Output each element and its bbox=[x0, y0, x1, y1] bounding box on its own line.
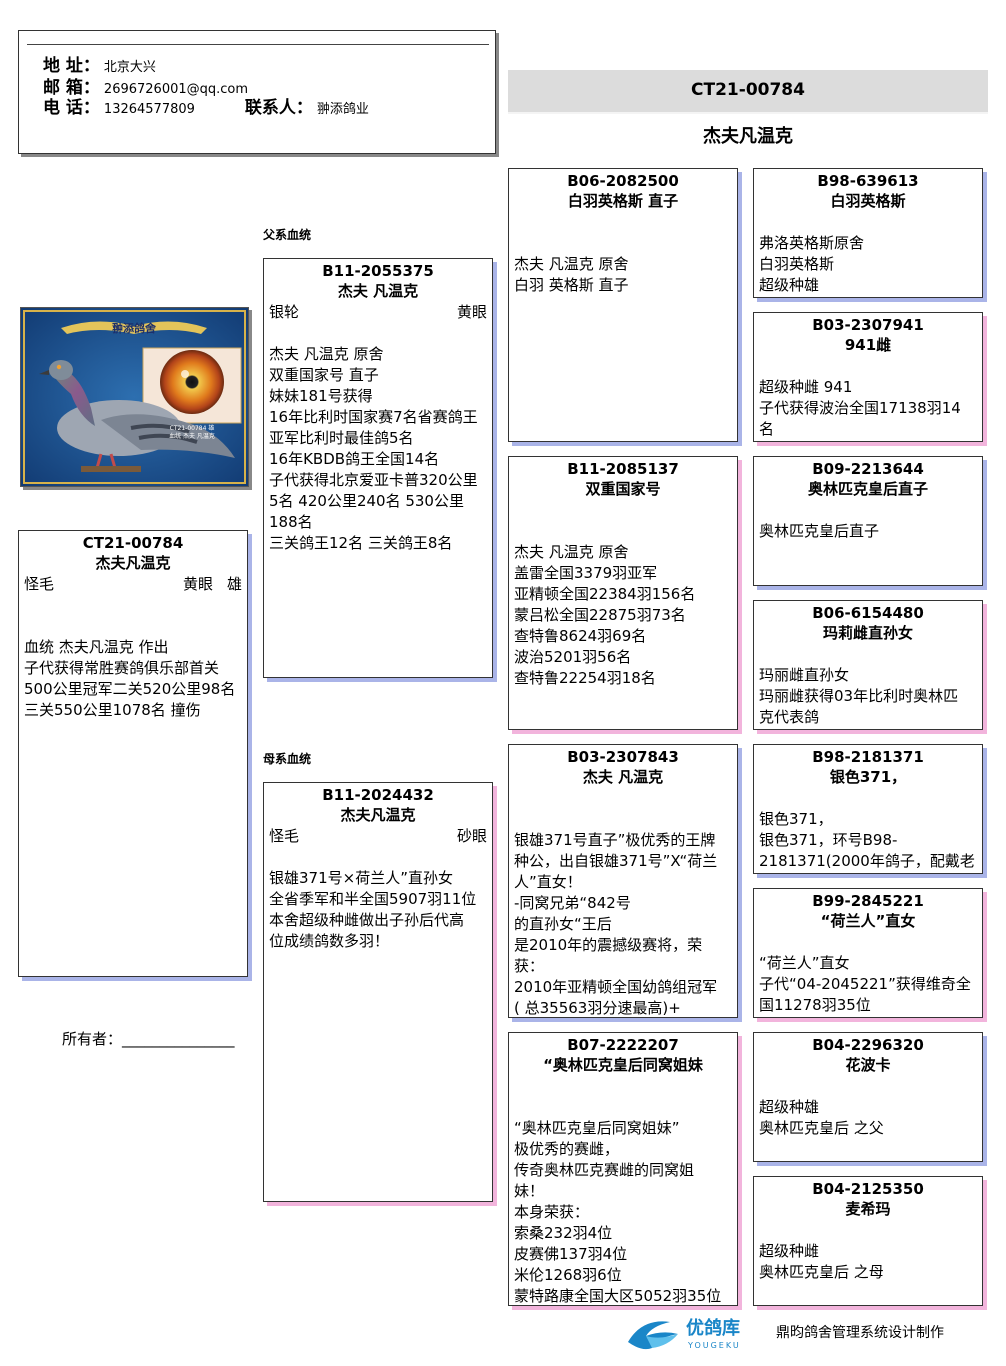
brand-name-en: YOUGEKU bbox=[687, 1341, 741, 1350]
phone-value: 13264577809 bbox=[104, 102, 195, 117]
ggp-sss-card: B98-639613 白羽英格斯 弗洛英格斯原舍 白羽英格斯 超级种雄 bbox=[753, 168, 983, 298]
grandsire-paternal-name: 白羽英格斯 直子 bbox=[509, 191, 737, 212]
dam-description: 银雄371号×荷兰人”直孙女 全省季军和半全国5907羽11位 本舍超级种雌做出… bbox=[264, 868, 492, 952]
photo-caption-1: CT21-00784 雄 bbox=[170, 424, 215, 432]
pigeon-photo-image: 翀添鸽舍 CT21-00784 雄 血统 杰夫 凡温克 bbox=[21, 308, 248, 486]
ggp-sds-card: B09-2213644 奥林匹克皇后直子 奥林匹克皇后直子 bbox=[753, 456, 983, 586]
granddam-maternal-ring: B07-2222207 bbox=[509, 1035, 737, 1055]
grandsire-paternal-ring: B06-2082500 bbox=[509, 171, 737, 191]
ggp-dsd-name: “荷兰人”直女 bbox=[754, 911, 982, 932]
ggp-ssd-name: 941雌 bbox=[754, 335, 982, 356]
sire-section-label: 父系血统 bbox=[263, 226, 311, 243]
ggp-sds-ring: B09-2213644 bbox=[754, 459, 982, 479]
subject-name: 杰夫凡温克 bbox=[19, 553, 247, 574]
sire-traits: 银轮 黄眼 bbox=[264, 302, 492, 323]
ggp-dss-card: B98-2181371 银色371， 银色371， 银色371，环号B98- 2… bbox=[753, 744, 983, 874]
grandsire-maternal-name: 杰夫 凡温克 bbox=[509, 767, 737, 788]
subject-feather: 怪毛 bbox=[24, 574, 54, 595]
ggp-ssd-description: 超级种雌 941 子代获得波治全国17138羽14 名 bbox=[754, 377, 982, 440]
sire-eye: 黄眼 bbox=[457, 302, 487, 323]
contact-value: 翀添鸽业 bbox=[317, 102, 369, 117]
footer-credit: 鼎昀鸽舍管理系统设计制作 bbox=[776, 1322, 944, 1342]
sire-ring: B11-2055375 bbox=[264, 261, 492, 281]
ggp-dds-card: B04-2296320 花波卡 超级种雄 奥林匹克皇后 之父 bbox=[753, 1032, 983, 1162]
contact-panel: 地 址： 北京大兴 邮 箱： 2696726001@qq.com 电 话： 13264… bbox=[18, 30, 496, 154]
granddam-paternal-ring: B11-2085137 bbox=[509, 459, 737, 479]
address-value: 北京大兴 bbox=[104, 60, 156, 75]
sire-feather: 银轮 bbox=[269, 302, 299, 323]
ggp-ddd-ring: B04-2125350 bbox=[754, 1179, 982, 1199]
dam-feather: 怪毛 bbox=[269, 826, 299, 847]
dam-section-label: 母系血统 bbox=[263, 750, 311, 767]
ggp-dss-description: 银色371， 银色371，环号B98- 2181371(2000年鸽子，配戴老 bbox=[754, 809, 982, 872]
phone-label: 电 话： bbox=[43, 98, 100, 118]
grandsire-maternal-card: B03-2307843 杰夫 凡温克 银雄371号直子”极优秀的王牌 种公，出自… bbox=[508, 744, 738, 1018]
ggp-sdd-name: 玛莉雌直孙女 bbox=[754, 623, 982, 644]
contact-label: 联系人： bbox=[245, 98, 313, 118]
ggp-ddd-description: 超级种雌 奥林匹克皇后 之母 bbox=[754, 1241, 982, 1283]
email-label: 邮 箱： bbox=[43, 78, 100, 98]
ggp-dds-name: 花波卡 bbox=[754, 1055, 982, 1076]
email-value: 2696726001@qq.com bbox=[104, 82, 248, 97]
address-label: 地 址： bbox=[43, 56, 100, 76]
granddam-maternal-name: “奥林匹克皇后同窝姐妹 bbox=[509, 1055, 737, 1076]
ggp-dss-ring: B98-2181371 bbox=[754, 747, 982, 767]
subject-card: CT21-00784 杰夫凡温克 怪毛 黄眼雄 血统 杰夫凡温克 作出 子代获得… bbox=[18, 530, 248, 977]
subject-sex: 雄 bbox=[227, 575, 242, 593]
yougeku-logo: 优鸽库 YOUGEKU bbox=[622, 1312, 770, 1356]
granddam-paternal-description: 杰夫 凡温克 原舍 盖雷全国3379羽亚军 亚精顿全国22384羽156名 蒙吕… bbox=[509, 542, 737, 689]
owner-line: 所有者：_______________ bbox=[62, 1028, 235, 1049]
subject-traits: 怪毛 黄眼雄 bbox=[19, 574, 247, 595]
dam-eye: 砂眼 bbox=[457, 826, 487, 847]
swirl-icon: 优鸽库 YOUGEKU bbox=[622, 1312, 770, 1356]
sire-card: B11-2055375 杰夫 凡温克 银轮 黄眼 杰夫 凡温克 原舍 双重国家号… bbox=[263, 258, 493, 678]
ggp-sds-description: 奥林匹克皇后直子 bbox=[754, 521, 982, 542]
grandsire-maternal-ring: B03-2307843 bbox=[509, 747, 737, 767]
grandsire-maternal-description: 银雄371号直子”极优秀的王牌 种公，出自银雄371号”X“荷兰 人”直女！ -… bbox=[509, 830, 737, 1018]
ggp-sdd-description: 玛丽雌直孙女 玛丽雌获得03年比利时奥林匹 克代表鸽 bbox=[754, 665, 982, 728]
granddam-paternal-name: 双重国家号 bbox=[509, 479, 737, 500]
granddam-maternal-description: “奥林匹克皇后同窝姐妹” 极优秀的赛雌， 传奇奥林匹克赛雌的同窝姐 妹！ 本身荣… bbox=[509, 1118, 737, 1306]
ggp-dds-ring: B04-2296320 bbox=[754, 1035, 982, 1055]
granddam-paternal-card: B11-2085137 双重国家号 杰夫 凡温克 原舍 盖雷全国3379羽亚军 … bbox=[508, 456, 738, 730]
ggp-dds-description: 超级种雄 奥林匹克皇后 之父 bbox=[754, 1097, 982, 1139]
ggp-sds-name: 奥林匹克皇后直子 bbox=[754, 479, 982, 500]
pedigree-title-ring: CT21-00784 bbox=[508, 70, 988, 114]
ggp-sdd-ring: B06-6154480 bbox=[754, 603, 982, 623]
ggp-ddd-name: 麦希玛 bbox=[754, 1199, 982, 1220]
pedigree-title-name: 杰夫凡温克 bbox=[508, 122, 988, 148]
ggp-ssd-ring: B03-2307941 bbox=[754, 315, 982, 335]
address-row: 地 址： 北京大兴 bbox=[43, 55, 156, 79]
dam-name: 杰夫凡温克 bbox=[264, 805, 492, 826]
sire-description: 杰夫 凡温克 原舍 双重国家号 直子 妹妹181号获得 16年比利时国家赛7名省… bbox=[264, 344, 492, 554]
dam-ring: B11-2024432 bbox=[264, 785, 492, 805]
ggp-ssd-card: B03-2307941 941雌 超级种雌 941 子代获得波治全国17138羽… bbox=[753, 312, 983, 442]
ggp-dsd-ring: B99-2845221 bbox=[754, 891, 982, 911]
grandsire-paternal-description: 杰夫 凡温克 原舍 白羽 英格斯 直子 bbox=[509, 254, 737, 296]
subject-description: 血统 杰夫凡温克 作出 子代获得常胜赛鸽俱乐部首关 500公里冠军二关520公里… bbox=[19, 637, 247, 721]
ggp-dsd-card: B99-2845221 “荷兰人”直女 “荷兰人”直女 子代“04-204522… bbox=[753, 888, 983, 1018]
subject-ring: CT21-00784 bbox=[19, 533, 247, 553]
ggp-dss-name: 银色371， bbox=[754, 767, 982, 788]
photo-caption-2: 血统 杰夫 凡温克 bbox=[169, 432, 215, 440]
dam-card: B11-2024432 杰夫凡温克 怪毛 砂眼 银雄371号×荷兰人”直孙女 全… bbox=[263, 782, 493, 1202]
svg-text:翀添鸽舍: 翀添鸽舍 bbox=[112, 321, 157, 335]
sire-name: 杰夫 凡温克 bbox=[264, 281, 492, 302]
subject-eye: 黄眼 bbox=[183, 575, 213, 593]
dam-traits: 怪毛 砂眼 bbox=[264, 826, 492, 847]
phone-row: 电 话： 13264577809 联系人： 翀添鸽业 bbox=[43, 97, 369, 121]
granddam-maternal-card: B07-2222207 “奥林匹克皇后同窝姐妹 “奥林匹克皇后同窝姐妹” 极优秀… bbox=[508, 1032, 738, 1306]
brand-name: 优鸽库 bbox=[686, 1317, 740, 1339]
ggp-sss-name: 白羽英格斯 bbox=[754, 191, 982, 212]
ggp-ddd-card: B04-2125350 麦希玛 超级种雌 奥林匹克皇后 之母 bbox=[753, 1176, 983, 1306]
pigeon-photo: 翀添鸽舍 CT21-00784 雄 血统 杰夫 凡温克 bbox=[20, 307, 249, 487]
ggp-sss-description: 弗洛英格斯原舍 白羽英格斯 超级种雄 bbox=[754, 233, 982, 296]
ggp-dsd-description: “荷兰人”直女 子代“04-2045221”获得维奇全 国11278羽35位 bbox=[754, 953, 982, 1016]
ggp-sdd-card: B06-6154480 玛莉雌直孙女 玛丽雌直孙女 玛丽雌获得03年比利时奥林匹… bbox=[753, 600, 983, 730]
ggp-sss-ring: B98-639613 bbox=[754, 171, 982, 191]
grandsire-paternal-card: B06-2082500 白羽英格斯 直子 杰夫 凡温克 原舍 白羽 英格斯 直子 bbox=[508, 168, 738, 442]
divider bbox=[27, 44, 489, 45]
